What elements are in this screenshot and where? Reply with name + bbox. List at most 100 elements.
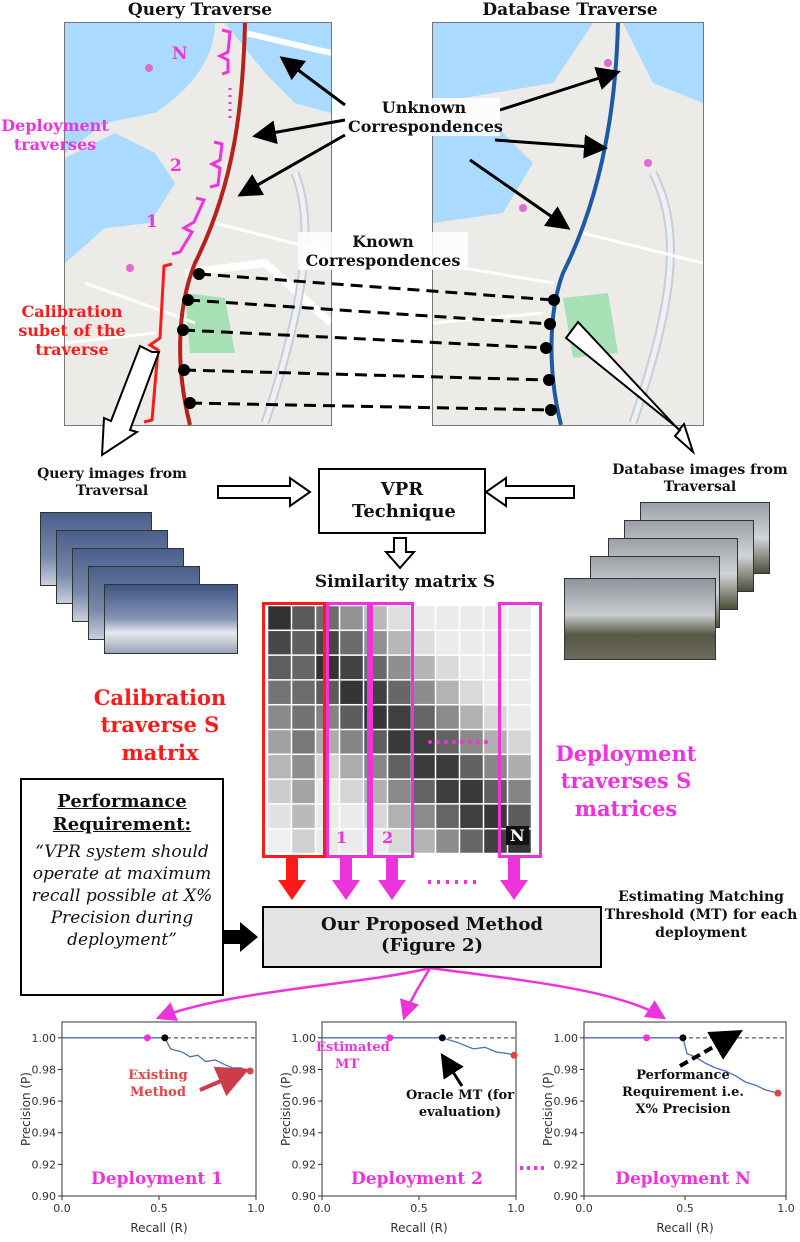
estimated-mt-point [143,1034,151,1042]
matrix-cell [291,630,316,655]
matrix-cell [339,704,364,730]
matrix-column-label-n: N [506,826,529,845]
matrix-cell [291,804,316,829]
query-images-label: Query images from Traversal [37,466,187,499]
plot-title: Deployment N [615,1169,751,1189]
performance-requirement-text: “VPR system should operate at maximum re… [31,841,213,951]
matrix-cell [339,655,364,680]
similarity-matrix [267,605,532,854]
y-tick-label: 0.98 [554,1063,579,1076]
matrix-cell [435,804,460,829]
plot-title: Deployment 2 [351,1169,483,1189]
performance-requirement-box: Performance Requirement: “VPR system sho… [20,778,224,996]
estimated-mt-point [386,1034,394,1042]
deployment-column-box-2 [370,602,414,858]
matrix-cell [291,680,316,705]
x-tick-label: 0.0 [575,1202,593,1215]
proposed-method-box: Our Proposed Method (Figure 2) [262,906,602,968]
deployment-matrices-label: Deployment traverses S matrices [555,741,697,821]
plot-frame [321,1021,517,1197]
matrix-cell [435,704,460,730]
matrix-cell [411,655,436,680]
vpr-technique-label: VPR Technique [352,478,456,523]
x-tick-label: 0.5 [676,1202,694,1215]
matrix-cell [291,704,316,730]
y-axis-label: Precision (P) [279,1072,293,1146]
matrix-cell [267,828,292,854]
y-tick-label: 0.92 [32,1158,57,1171]
matrix-cell [507,704,532,730]
y-axis-label: Precision (P) [541,1072,555,1146]
matrix-cell [291,828,316,854]
y-tick-label: 1.00 [554,1032,579,1045]
y-tick-label: 0.94 [32,1127,57,1140]
matrix-cell [435,754,460,779]
x-tick-label: 1.0 [777,1202,795,1215]
matrix-cell [507,630,532,655]
x-tick-label: 1.0 [247,1202,265,1215]
matrix-cell [459,630,484,655]
matrix-cell [291,754,316,779]
matrix-cell [339,680,364,705]
x-tick-label: 0.0 [53,1202,71,1215]
y-tick-label: 0.94 [292,1127,317,1140]
y-tick-label: 0.92 [554,1158,579,1171]
matrix-cell [339,729,364,755]
matrix-cell [483,655,508,680]
performance-requirement-annotation: Performance Requirement i.e. X% Precisio… [622,1068,744,1117]
x-tick-label: 0.5 [150,1202,168,1215]
plot-title: Deployment 1 [91,1169,223,1189]
matrix-cell [267,729,292,755]
database-images-label: Database images from Traversal [612,462,788,495]
y-tick-label: 0.90 [554,1190,579,1203]
calibration-subset-label: Calibration subet of the traverse [18,302,126,360]
database-traverse-title: Database Traverse [482,0,658,20]
matrix-cell [411,804,436,829]
matrix-cell [483,779,508,804]
y-tick-label: 0.96 [554,1095,579,1108]
matrix-cell [507,729,532,755]
x-axis-label: Recall (R) [130,1221,187,1235]
matrix-cell [483,704,508,730]
matrix-cell [507,680,532,705]
deployment-column-box-n [498,602,542,858]
y-tick-label: 1.00 [32,1032,57,1045]
matrix-cell [435,779,460,804]
matrix-cell [291,729,316,755]
matrix-cell [507,779,532,804]
matrix-cell [339,630,364,655]
oracle-mt-point [161,1034,169,1042]
performance-requirement-title: Performance Requirement: [52,791,192,836]
query-traverse-title: Query Traverse [127,0,273,20]
matrix-cell [267,779,292,804]
matrix-cell [411,828,436,854]
matrix-cell [339,754,364,779]
matrix-column-label-1: 1 [336,828,348,847]
matrix-cell [435,605,460,631]
matrix-cell [339,828,364,854]
matrix-cell [267,754,292,779]
matrix-ellipsis [428,740,488,744]
matrix-cell [459,704,484,730]
x-axis-label: Recall (R) [656,1221,713,1235]
proposed-method-line2: (Figure 2) [380,935,484,956]
matrix-cell [459,828,484,854]
estimated-mt-point [643,1034,651,1042]
similarity-matrix-grid [267,605,532,854]
matrix-cell [411,779,436,804]
y-tick-label: 1.00 [292,1032,317,1045]
matrix-cell [267,655,292,680]
matrix-cell [339,605,364,631]
y-tick-label: 0.92 [292,1158,317,1171]
pr-curve [322,1037,515,1056]
matrix-cell [483,754,508,779]
end-point [510,1051,518,1059]
known-correspondences-label: Known Correspondences [298,232,468,271]
matrix-cell [507,605,532,631]
matrix-cell [483,630,508,655]
oracle-mt-annotation: Oracle MT (for evaluation) [405,1088,515,1120]
matrix-cell [267,605,292,631]
